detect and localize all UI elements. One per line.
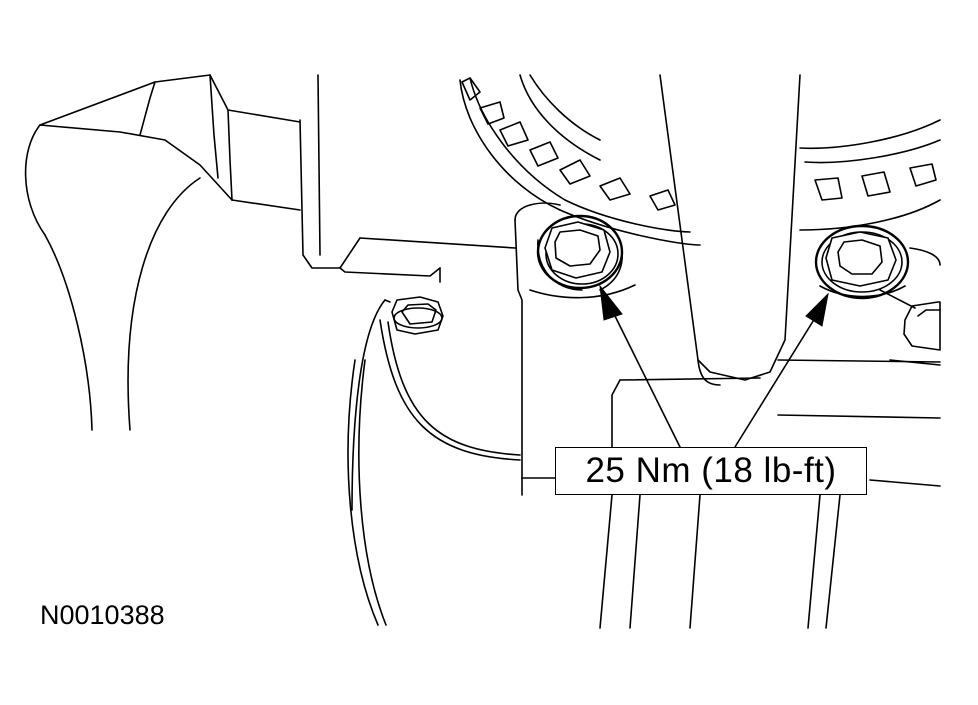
gear-housing [459, 74, 941, 246]
torque-spec-callout: 25 Nm (18 lb-ft) [555, 447, 867, 495]
mounting-bracket [299, 74, 516, 283]
bracket-arm [24, 74, 301, 431]
torque-spec-label: 25 Nm (18 lb-ft) [585, 451, 837, 490]
left-bolt [347, 296, 521, 626]
torque-callout-leaders [599, 284, 829, 448]
center-bolt [514, 202, 636, 479]
center-arm [611, 74, 941, 461]
right-bolt [814, 224, 941, 300]
lower-housing [521, 477, 941, 629]
figure-id: N0010388 [40, 600, 165, 630]
far-right-bolt [879, 289, 941, 366]
